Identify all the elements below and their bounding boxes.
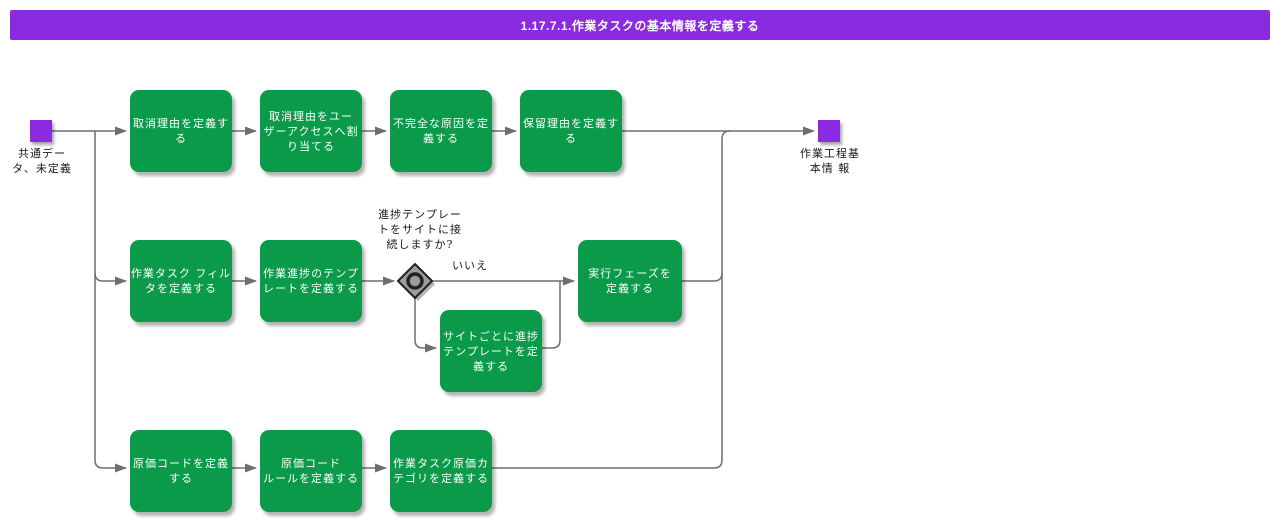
gateway-circle-icon: [406, 272, 424, 290]
connector-task7-merge: [542, 281, 561, 349]
end-event-label: 作業工程基 本情 報: [800, 147, 860, 175]
gateway-question-label: 進捗テンプレー トをサイトに接 続しますか?: [378, 208, 462, 251]
connector-left-rail-to-task4: [94, 272, 127, 286]
diagram-title-bar: 1.17.7.1.作業タスクの基本情報を定義する: [10, 10, 1270, 40]
gateway-diamond[interactable]: [397, 263, 433, 299]
task-define-cost-code-rules[interactable]: 原価コード ルールを定義する: [260, 430, 362, 512]
task-define-cancellation-reason[interactable]: 取消理由を定義す る: [130, 90, 232, 172]
start-event-node[interactable]: [30, 120, 52, 142]
task-define-cost-codes[interactable]: 原価コードを定義 する: [130, 430, 232, 512]
gateway-no-branch-label: いいえ: [452, 259, 488, 272]
end-event-node[interactable]: [818, 120, 840, 142]
task-define-work-task-cost-categories[interactable]: 作業タスク原価カ テゴリを定義する: [390, 430, 492, 512]
task-define-progress-template-per-site[interactable]: サイトごとに進捗 テンプレートを定 義する: [440, 310, 542, 392]
task-define-execution-phases[interactable]: 実行フェーズを 定義する: [578, 240, 682, 322]
connector-gateway-down-task7: [414, 298, 437, 353]
connector-left-rail-to-task8: [94, 131, 127, 473]
start-event-label: 共通デー タ、未定義: [12, 147, 72, 175]
connector-task6-merge: [682, 272, 723, 282]
task-define-work-task-filters[interactable]: 作業タスク フィル タを定義する: [130, 240, 232, 322]
task-define-work-progress-template[interactable]: 作業進捗のテンプ レートを定義する: [260, 240, 362, 322]
connector-right-rail: [492, 130, 731, 469]
task-define-hold-reason[interactable]: 保留理由を定義す る: [520, 90, 622, 172]
task-define-incomplete-causes[interactable]: 不完全な原因を定 義する: [390, 90, 492, 172]
inclusive-gateway[interactable]: [397, 263, 435, 301]
diagram-title: 1.17.7.1.作業タスクの基本情報を定義する: [520, 18, 760, 33]
task-assign-cancellation-reason-to-user-access[interactable]: 取消理由をユー ザーアクセスへ割 り当てる: [260, 90, 362, 172]
